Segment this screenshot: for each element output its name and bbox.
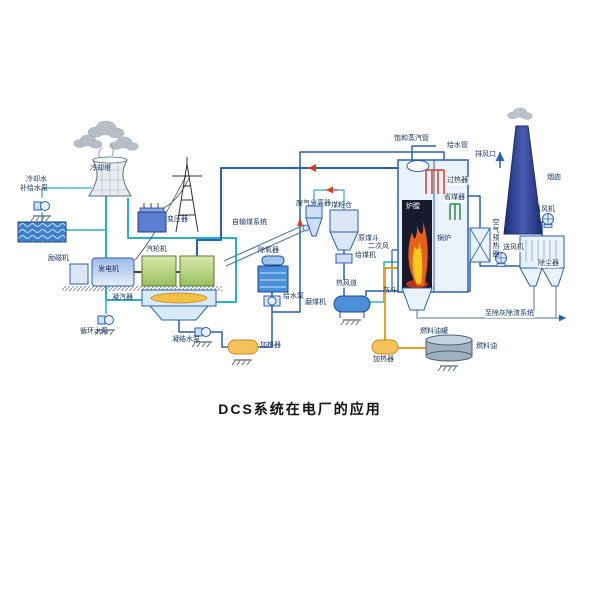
coal-feeder-unit <box>335 253 353 264</box>
chimney-stack <box>503 107 543 235</box>
smoke-cloud-icon <box>507 107 533 120</box>
label-preheater: 空气预热器 <box>492 218 499 258</box>
turbine-lp <box>141 255 177 287</box>
label-ash-system: 至除灰除渣系统 <box>484 310 535 318</box>
feedwater-pump-icon <box>263 295 281 307</box>
label-cond-pump: 凝结水泵 <box>172 336 200 343</box>
label-dust: 除尘器 <box>537 260 560 268</box>
condenser-unit <box>141 289 217 321</box>
lp-heater-unit <box>227 339 259 355</box>
label-feed-pump: 给水泵 <box>283 293 304 300</box>
fuel-oil-tank <box>425 334 473 362</box>
induced-draft-fan-icon <box>542 213 554 228</box>
label-idf: 引风机 <box>534 206 555 213</box>
coal-mill-unit <box>333 295 371 318</box>
coal-handling <box>302 205 371 326</box>
transformer <box>137 203 167 233</box>
label-fdf: 送风机 <box>502 244 525 252</box>
boiler-furnace <box>397 159 469 311</box>
label-transformer: 变压器 <box>167 216 188 223</box>
deaerator-unit <box>257 255 289 293</box>
label-raw-hopper: 原煤斗 <box>357 235 380 243</box>
label-oil-heater: 加热器 <box>373 356 394 363</box>
label-makeup-line1: 冷却水 <box>26 176 47 183</box>
label-ash-hopper: 灰斗 <box>383 287 397 294</box>
boiler-drum <box>406 160 430 172</box>
coal-bunker <box>329 209 359 251</box>
label-superheater: 过热器 <box>446 177 469 185</box>
transmission-tower-icon <box>172 157 202 233</box>
water-channel <box>17 221 67 243</box>
label-boiler: 锅炉 <box>437 235 451 242</box>
cyclone-separator <box>305 205 323 237</box>
label-bunker: 煤粉仓 <box>331 202 352 209</box>
label-circ-pump: 循环水泵 <box>80 328 108 335</box>
label-economizer: 省煤器 <box>443 194 466 202</box>
diagram-title: DCS系统在电厂的应用 <box>218 401 382 417</box>
turbine-generator-train <box>62 255 222 291</box>
air-preheater-unit <box>469 227 491 263</box>
superheater-coil <box>425 169 445 194</box>
label-oil-tank: 燃料油罐 <box>420 328 448 335</box>
label-coal-system: 自输煤系统 <box>232 219 267 226</box>
economizer-coil <box>449 203 461 220</box>
label-condenser: 凝汽器 <box>112 294 133 301</box>
label-sat-steam: 饱和蒸汽管 <box>394 135 429 142</box>
label-feed-pipe: 给水管 <box>447 142 468 149</box>
label-deaerator: 除氧器 <box>258 247 279 254</box>
label-mill: 磨煤机 <box>305 299 326 306</box>
label-vent: 排风口 <box>475 151 496 158</box>
circulating-pump-icon <box>97 315 114 325</box>
label-exciter: 励磁机 <box>48 255 69 262</box>
steam-cloud-icon <box>73 120 139 151</box>
label-fuel-oil: 燃料油 <box>476 343 497 350</box>
makeup-pump-icon <box>33 201 50 211</box>
label-feeder: 给煤机 <box>354 252 377 260</box>
label-separator: 废气分离器 <box>296 200 331 207</box>
oil-heater-unit <box>371 339 399 355</box>
label-lp-heater: 加热器 <box>260 342 281 349</box>
label-furnace: 炉膛 <box>406 203 420 210</box>
flame-icon <box>406 222 428 288</box>
cooling-tower <box>73 120 139 197</box>
flow-arrows <box>297 164 316 226</box>
label-turbine: 汽轮机 <box>146 246 167 253</box>
ash-hopper-shape <box>401 287 433 311</box>
label-cooling-tower: 冷却塔 <box>90 165 111 172</box>
label-secondary-air: 二次风 <box>368 243 389 250</box>
turbine-hp <box>179 255 215 287</box>
label-hot-air: 热风道 <box>335 280 358 288</box>
label-makeup-line2: 补给水泵 <box>20 185 48 192</box>
label-generator: 发电机 <box>98 266 119 273</box>
label-chimney: 烟囱 <box>547 174 561 181</box>
exciter-unit <box>69 263 89 285</box>
